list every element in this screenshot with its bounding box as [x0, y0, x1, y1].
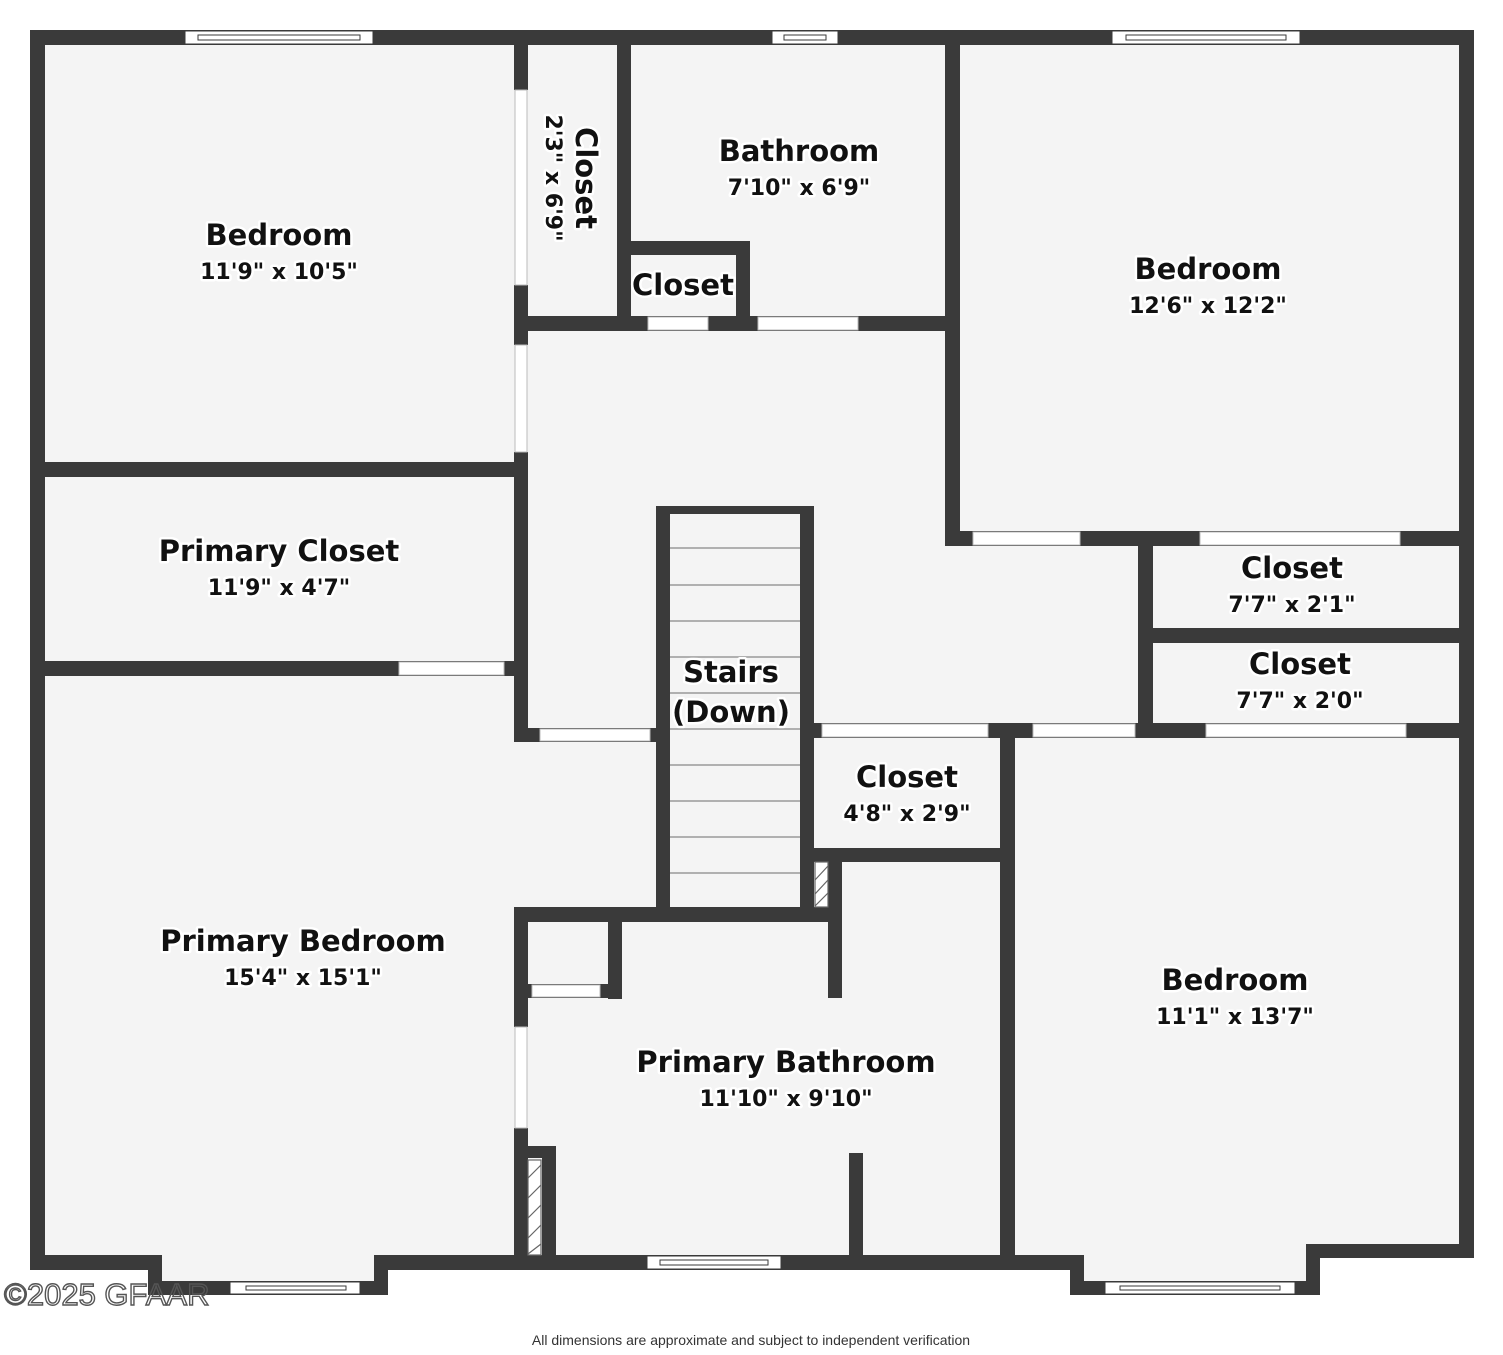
- window: [184, 30, 374, 45]
- door: [972, 531, 1081, 546]
- room-dims-bathroom: 7'10" x 6'9": [728, 176, 870, 201]
- window: [646, 1255, 782, 1270]
- room-name-stairs: Stairs: [683, 655, 779, 689]
- door: [1205, 723, 1407, 738]
- room-name-bedroom-ne: Bedroom: [1135, 252, 1282, 286]
- door: [514, 1026, 528, 1129]
- room-name-bedroom-se: Bedroom: [1162, 963, 1309, 997]
- window: [1104, 1281, 1296, 1295]
- door: [821, 723, 989, 738]
- room-name-bath-closet: Closet: [632, 268, 734, 302]
- room-dims-closet-vertical: 2'3" x 6'9": [540, 114, 565, 241]
- hatched-pillars: [527, 861, 829, 1256]
- door: [398, 661, 505, 676]
- room-name-closet-e2: Closet: [1249, 647, 1351, 681]
- room-dims-primary-closet: 11'9" x 4'7": [208, 576, 350, 601]
- room-dims-primary-bedroom: 15'4" x 15'1": [224, 966, 382, 991]
- copyright-watermark: ©2025 GFAAR: [4, 1277, 210, 1312]
- door: [647, 316, 709, 331]
- room-name-bathroom: Bathroom: [719, 134, 880, 168]
- room-name-primary-bathroom: Primary Bathroom: [636, 1045, 935, 1079]
- room-dims-closet-e2: 7'7" x 2'0": [1236, 689, 1363, 714]
- door: [757, 316, 859, 331]
- room-dims-closet-e1: 7'7" x 2'1": [1228, 593, 1355, 618]
- stair-treads: [670, 547, 800, 874]
- room-dims-primary-bathroom: 11'10" x 9'10": [699, 1087, 872, 1112]
- window: [771, 30, 839, 45]
- floor-area: [38, 38, 1466, 1287]
- room-name-closet-vertical: Closet: [569, 127, 603, 229]
- room-name-closet-e1: Closet: [1241, 551, 1343, 585]
- room-dims-closet-mid: 4'8" x 2'9": [843, 802, 970, 827]
- door: [1199, 531, 1401, 546]
- room-name-primary-closet: Primary Closet: [159, 534, 400, 568]
- room-name-primary-bedroom: Primary Bedroom: [160, 924, 445, 958]
- door: [539, 728, 651, 742]
- window: [229, 1281, 361, 1295]
- door: [531, 984, 601, 998]
- door: [514, 89, 528, 286]
- room-dims-bedroom-nw: 11'9" x 10'5": [200, 260, 358, 285]
- room-name-closet-mid: Closet: [856, 760, 958, 794]
- room-name-bedroom-nw: Bedroom: [206, 218, 353, 252]
- door: [514, 344, 528, 453]
- door: [1032, 723, 1136, 738]
- doors: [398, 89, 1407, 1129]
- footer-disclaimer: All dimensions are approximate and subje…: [532, 1332, 970, 1348]
- room-dims-bedroom-se: 11'1" x 13'7": [1156, 1005, 1314, 1030]
- room-dims-bedroom-ne: 12'6" x 12'2": [1129, 294, 1287, 319]
- stairs-direction: (Down): [672, 695, 790, 729]
- windows: [184, 30, 1301, 1295]
- window: [1111, 30, 1301, 45]
